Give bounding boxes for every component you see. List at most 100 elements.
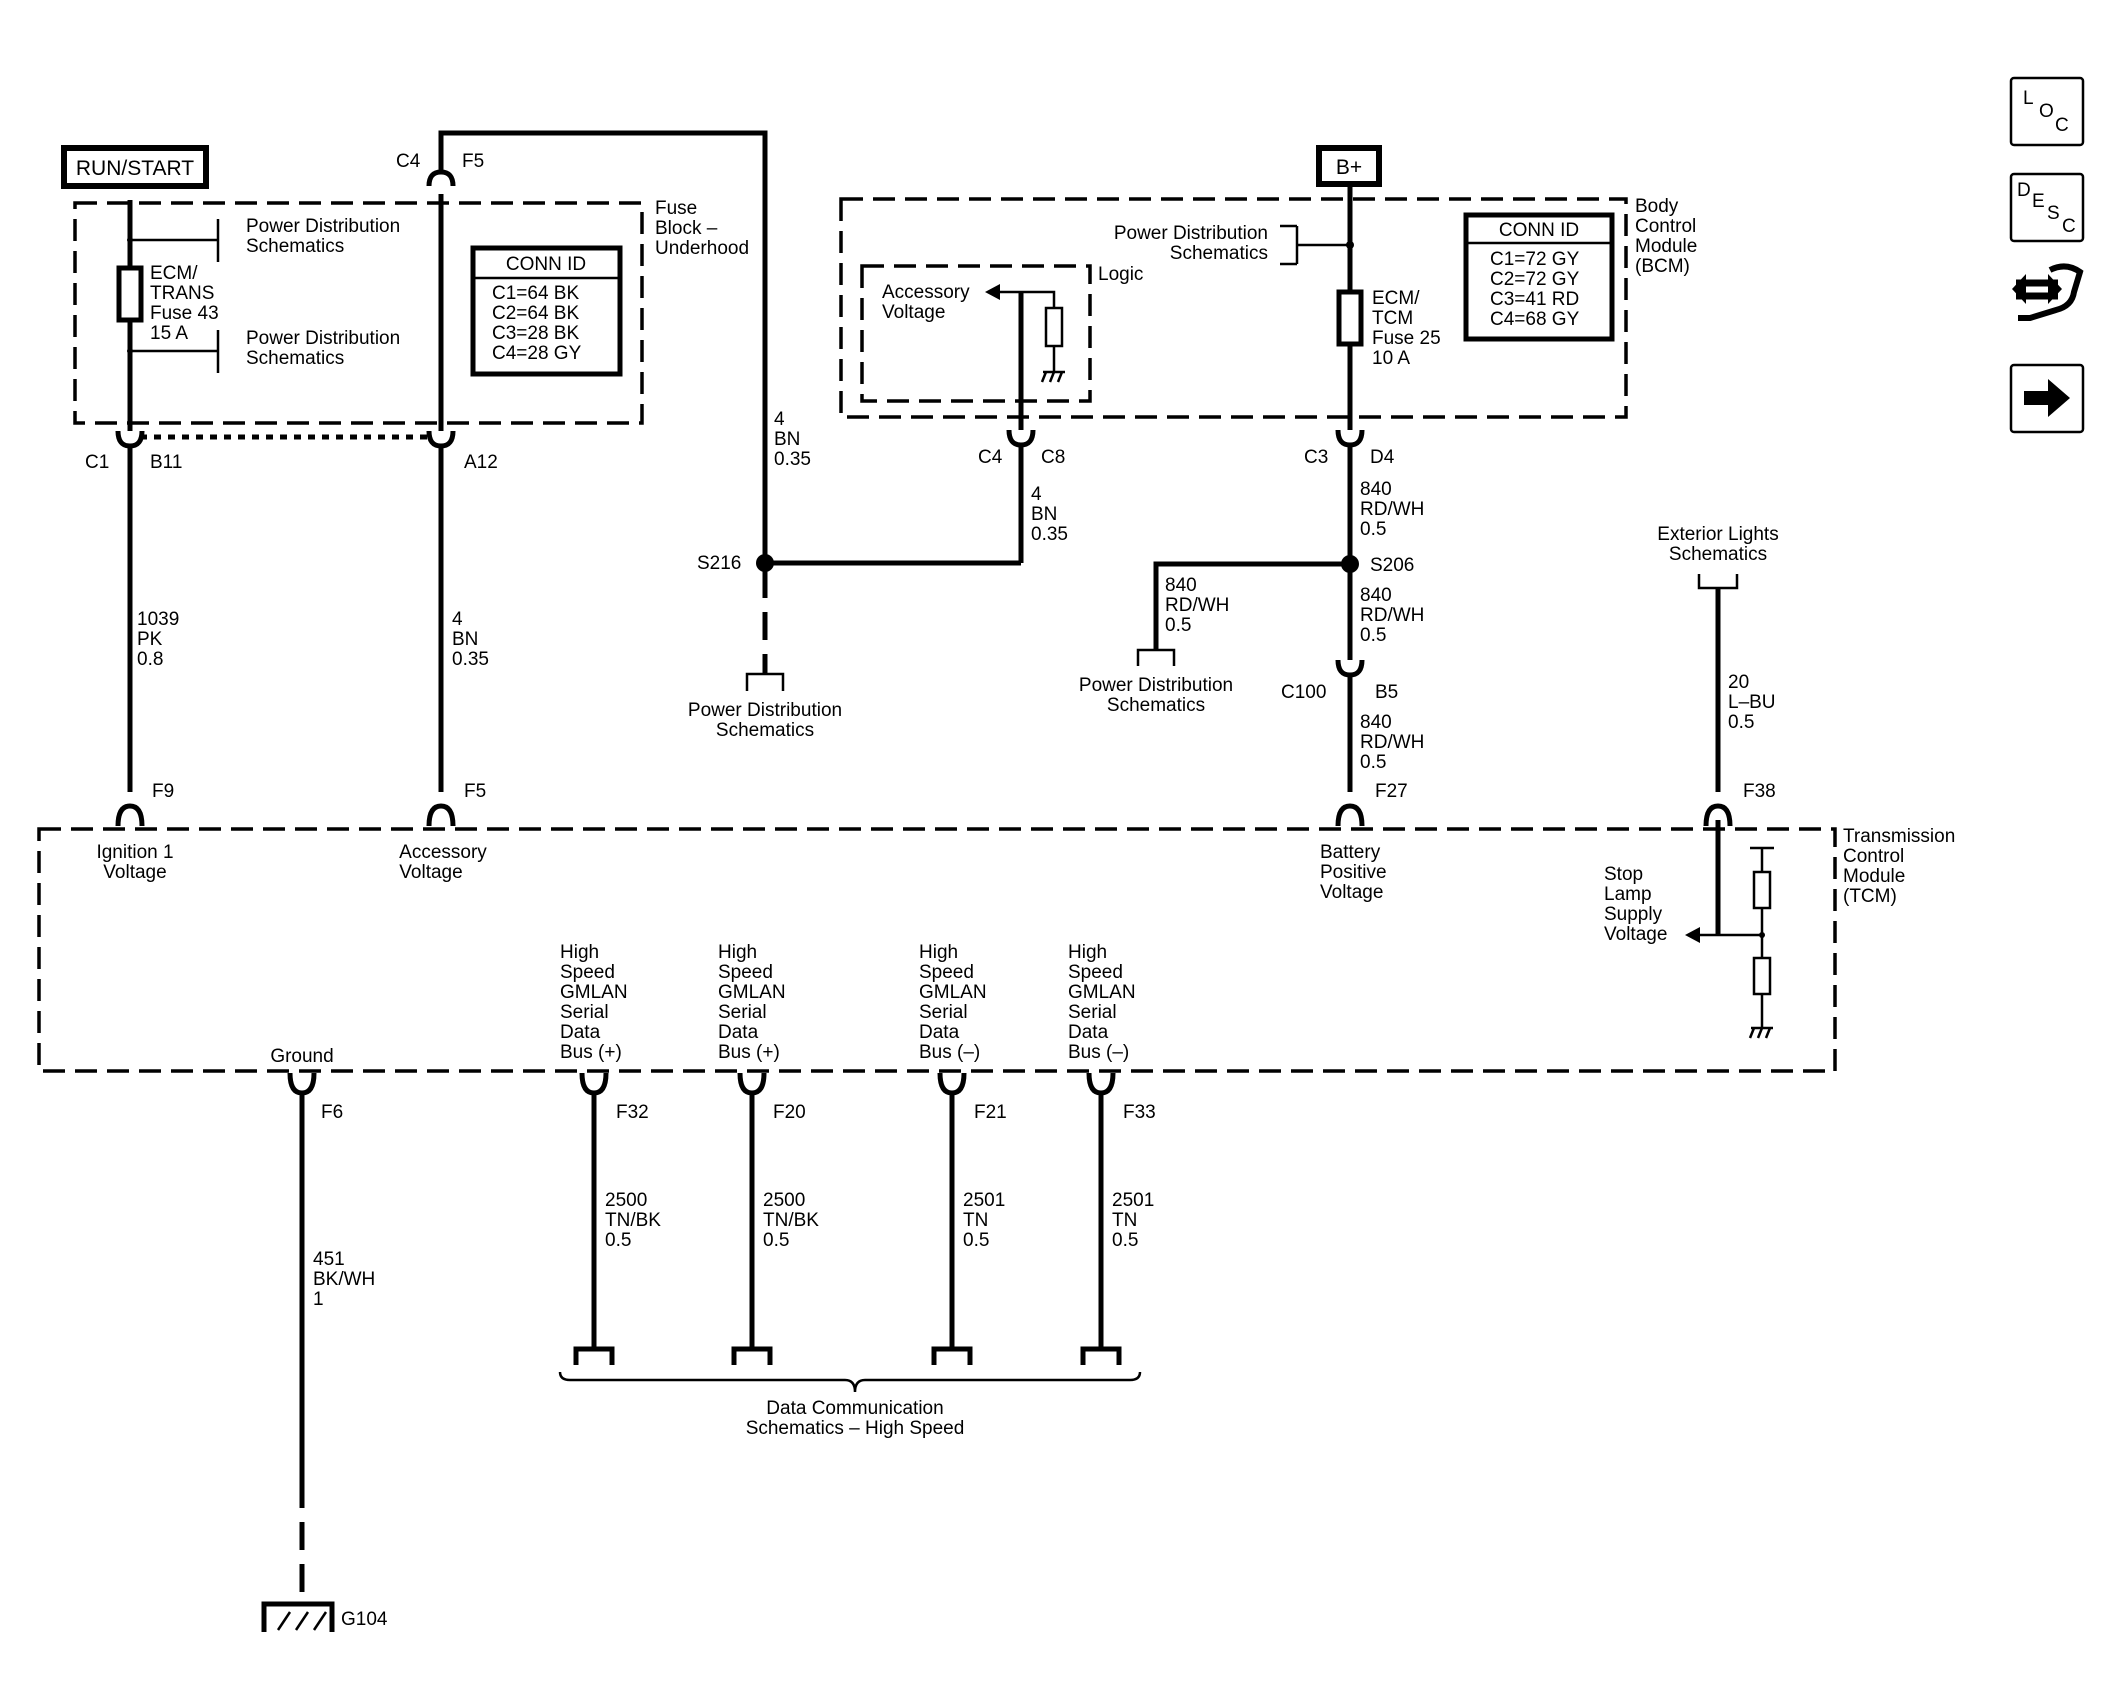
power-distribution-ref[interactable]: Power Distribution Schematics: [1114, 223, 1350, 266]
svg-text:B+: B+: [1336, 156, 1362, 179]
svg-text:S216: S216: [697, 553, 741, 574]
svg-text:RD/WH: RD/WH: [1360, 499, 1424, 520]
ground-g104: G104: [261, 1601, 388, 1632]
svg-text:Bus (+): Bus (+): [718, 1042, 780, 1063]
svg-text:Module: Module: [1843, 866, 1905, 887]
desc-icon[interactable]: D E S C: [2009, 172, 2085, 243]
svg-text:840: 840: [1360, 479, 1392, 500]
svg-text:Control: Control: [1635, 216, 1696, 237]
power-distribution-ref[interactable]: Power Distribution Schematics: [688, 672, 842, 741]
svg-text:Voltage: Voltage: [399, 862, 462, 883]
svg-text:2500: 2500: [605, 1190, 647, 1211]
svg-text:840: 840: [1360, 712, 1392, 733]
svg-text:BN: BN: [1031, 504, 1057, 525]
svg-text:Serial: Serial: [718, 1002, 767, 1023]
svg-text:451: 451: [313, 1249, 345, 1270]
fuse-25: ECM/ TCM Fuse 25 10 A: [1336, 288, 1441, 369]
wire-label-2501: 2501 TN 0.5: [963, 1190, 1005, 1251]
svg-text:C: C: [2055, 115, 2069, 136]
svg-text:Fuse 43: Fuse 43: [150, 303, 219, 324]
battery-circuit: [1346, 184, 1354, 792]
svg-text:Bus (–): Bus (–): [919, 1042, 980, 1063]
wire-label-4-bn: 4 BN 0.35: [774, 409, 811, 470]
splice-s206: S206: [1153, 555, 1414, 650]
svg-text:Data: Data: [1068, 1022, 1109, 1043]
svg-text:C2=72 GY: C2=72 GY: [1490, 269, 1580, 290]
wire-label-4-bn: 4 BN 0.35: [1031, 484, 1068, 545]
svg-text:Voltage: Voltage: [103, 862, 166, 883]
loc-icon[interactable]: L O C: [2009, 76, 2085, 147]
svg-text:Schematics: Schematics: [1669, 544, 1767, 565]
svg-text:D4: D4: [1370, 447, 1395, 468]
svg-text:F6: F6: [321, 1102, 343, 1123]
data-bus-terminals: [573, 1346, 1122, 1365]
fuse-block-conn-id-table: CONN ID C1=64 BK C2=64 BK C3=28 BK C4=28…: [470, 245, 623, 377]
svg-text:RD/WH: RD/WH: [1165, 595, 1229, 616]
svg-text:Power Distribution: Power Distribution: [1079, 675, 1233, 696]
wire-label-840: 840 RD/WH 0.5: [1165, 575, 1229, 636]
svg-text:L–BU: L–BU: [1728, 692, 1776, 713]
svg-text:F27: F27: [1375, 781, 1408, 802]
svg-text:Exterior Lights: Exterior Lights: [1657, 524, 1778, 545]
svg-text:Speed: Speed: [560, 962, 615, 983]
svg-text:4: 4: [452, 609, 463, 630]
svg-text:Underhood: Underhood: [655, 238, 749, 259]
svg-text:F5: F5: [464, 781, 486, 802]
svg-text:Speed: Speed: [1068, 962, 1123, 983]
wire-label-20: 20 L–BU 0.5: [1728, 672, 1776, 733]
svg-text:C3: C3: [1304, 447, 1328, 468]
svg-text:0.5: 0.5: [1112, 1230, 1138, 1251]
svg-text:10 A: 10 A: [1372, 348, 1410, 369]
svg-text:Speed: Speed: [919, 962, 974, 983]
svg-text:0.35: 0.35: [452, 649, 489, 670]
svg-text:S: S: [2047, 203, 2060, 224]
svg-text:High: High: [1068, 942, 1107, 963]
svg-text:Data: Data: [560, 1022, 601, 1043]
svg-text:F32: F32: [616, 1102, 649, 1123]
svg-text:Data Communication: Data Communication: [766, 1398, 943, 1419]
svg-text:High: High: [560, 942, 599, 963]
svg-text:Fuse: Fuse: [655, 198, 697, 219]
wire-label-840: 840 RD/WH 0.5: [1360, 585, 1424, 646]
data-communication-ref[interactable]: Data Communication Schematics – High Spe…: [558, 1371, 1142, 1439]
svg-text:Stop: Stop: [1604, 864, 1643, 885]
svg-text:Bus (+): Bus (+): [560, 1042, 622, 1063]
svg-text:0.5: 0.5: [1360, 752, 1386, 773]
svg-text:Schematics: Schematics: [246, 348, 344, 369]
svg-text:0.35: 0.35: [1031, 524, 1068, 545]
exterior-lights-ref[interactable]: Exterior Lights Schematics: [1657, 524, 1779, 590]
svg-text:PK: PK: [137, 629, 163, 650]
svg-text:Power Distribution: Power Distribution: [688, 700, 842, 721]
svg-text:GMLAN: GMLAN: [718, 982, 786, 1003]
next-arrow-icon[interactable]: [2009, 363, 2085, 434]
svg-text:(BCM): (BCM): [1635, 256, 1690, 277]
wire-label-1039: 1039 PK 0.8: [137, 609, 179, 670]
svg-text:C1=64 BK: C1=64 BK: [492, 283, 579, 304]
svg-text:B5: B5: [1375, 682, 1398, 703]
svg-text:CONN ID: CONN ID: [1499, 220, 1579, 241]
svg-text:Control: Control: [1843, 846, 1904, 867]
svg-text:C4: C4: [978, 447, 1003, 468]
connector-hand-icon[interactable]: [2012, 263, 2084, 321]
ignition-circuit: [127, 200, 133, 792]
power-distribution-ref[interactable]: Power Distribution Schematics: [1079, 648, 1233, 716]
svg-text:C3=41 RD: C3=41 RD: [1490, 289, 1579, 310]
svg-text:Data: Data: [718, 1022, 759, 1043]
svg-text:Schematics: Schematics: [1170, 243, 1268, 264]
svg-text:C8: C8: [1041, 447, 1065, 468]
svg-text:2501: 2501: [963, 1190, 1005, 1211]
svg-text:Serial: Serial: [919, 1002, 968, 1023]
svg-text:G104: G104: [341, 1609, 388, 1630]
connector-c3-d4: C3 D4: [1304, 429, 1395, 468]
power-distribution-ref[interactable]: Power Distribution Schematics: [130, 328, 400, 373]
svg-text:(TCM): (TCM): [1843, 886, 1897, 907]
svg-text:Schematics: Schematics: [1107, 695, 1205, 716]
svg-text:840: 840: [1360, 585, 1392, 606]
power-distribution-ref[interactable]: Power Distribution Schematics: [130, 216, 400, 262]
svg-text:0.5: 0.5: [763, 1230, 789, 1251]
svg-text:Schematics: Schematics: [716, 720, 814, 741]
svg-text:0.5: 0.5: [1165, 615, 1191, 636]
svg-text:Logic: Logic: [1098, 264, 1143, 285]
svg-text:C100: C100: [1281, 682, 1326, 703]
svg-text:4: 4: [774, 409, 785, 430]
